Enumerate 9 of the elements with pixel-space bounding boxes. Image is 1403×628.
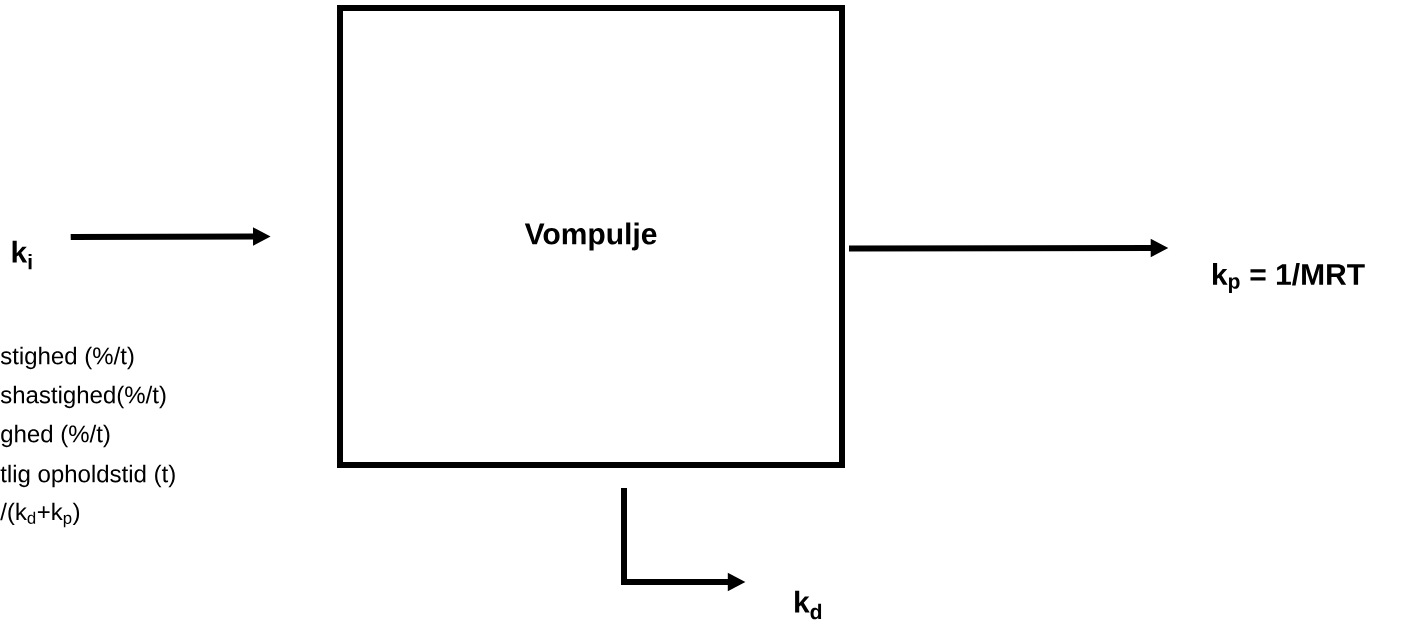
note-text: ghed (%/t) — [1, 424, 110, 448]
variable-label: k$_{p}$ = 1/MRT — [1213, 263, 1365, 293]
process-box: Vompulje — [337, 5, 845, 468]
note-text: /(k$_{d}$+k$_{p}$) — [0, 502, 80, 528]
variable-label: k$_{d}$ — [795, 590, 822, 620]
note-text: tlig opholdstid (t) — [0, 464, 175, 488]
note-text: stighed (%/t) — [0, 346, 134, 370]
variable-label: k$_{i}$ — [12, 240, 32, 270]
note-text: shastighed(%/t) — [0, 385, 166, 409]
